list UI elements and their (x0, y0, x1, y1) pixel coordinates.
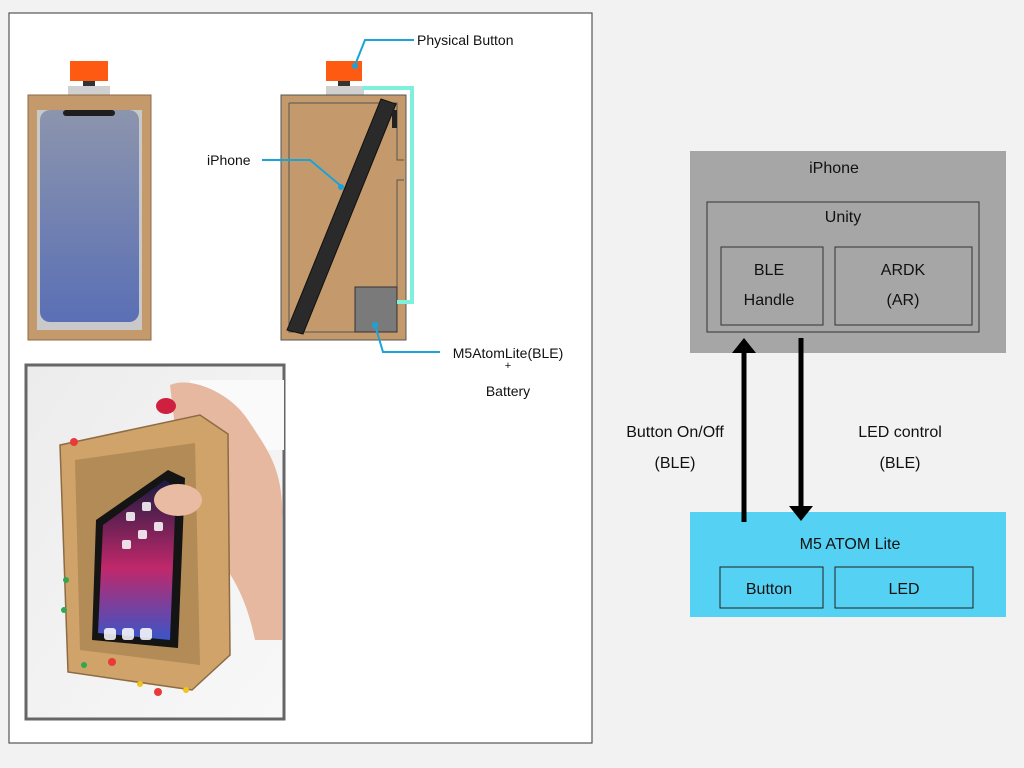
ble-handle-line2: Handle (743, 292, 795, 309)
button-box (719, 566, 824, 609)
m5-callout (374, 324, 440, 353)
plus-label: + (504, 360, 512, 372)
button-onoff-label: Button On/Off (626, 424, 724, 441)
unity-box (706, 201, 980, 333)
iphone-side-profile (286, 98, 397, 335)
led-box (834, 566, 974, 609)
architecture-diagram (690, 151, 1006, 617)
led-box-label: LED (888, 581, 920, 598)
m5-atom-lite-box (690, 512, 1006, 617)
side-view-device (280, 61, 414, 341)
ardk-box (834, 246, 973, 326)
button-onoff-protocol: (BLE) (654, 455, 696, 472)
battery-label: Battery (485, 383, 531, 399)
unity-box-title: Unity (824, 209, 862, 226)
iphone-box (690, 151, 1006, 353)
led-control-protocol: (BLE) (879, 455, 921, 472)
physical-button-callout (354, 39, 414, 66)
ardk-line1: ARDK (880, 262, 926, 279)
iphone-callout (262, 159, 342, 187)
ardk-line2: (AR) (886, 292, 920, 309)
physical-button-label: Physical Button (417, 32, 514, 48)
callouts (262, 39, 440, 353)
photo-iphone-screen (98, 480, 176, 640)
m5-box-title: M5 ATOM Lite (799, 536, 901, 553)
led-control-label: LED control (858, 424, 942, 441)
iphone-hardware-label: iPhone (207, 152, 251, 168)
front-view-device (27, 61, 152, 341)
ble-handle-line1: BLE (753, 262, 785, 279)
ble-handle-box (720, 246, 824, 326)
front-iphone-screen (40, 110, 139, 322)
m5atomlite-label: M5AtomLite(BLE) (452, 345, 564, 361)
iphone-box-title: iPhone (809, 160, 859, 177)
front-physical-button (70, 61, 108, 81)
button-box-label: Button (745, 581, 793, 598)
prototype-photo (24, 363, 286, 721)
wire (362, 86, 414, 304)
